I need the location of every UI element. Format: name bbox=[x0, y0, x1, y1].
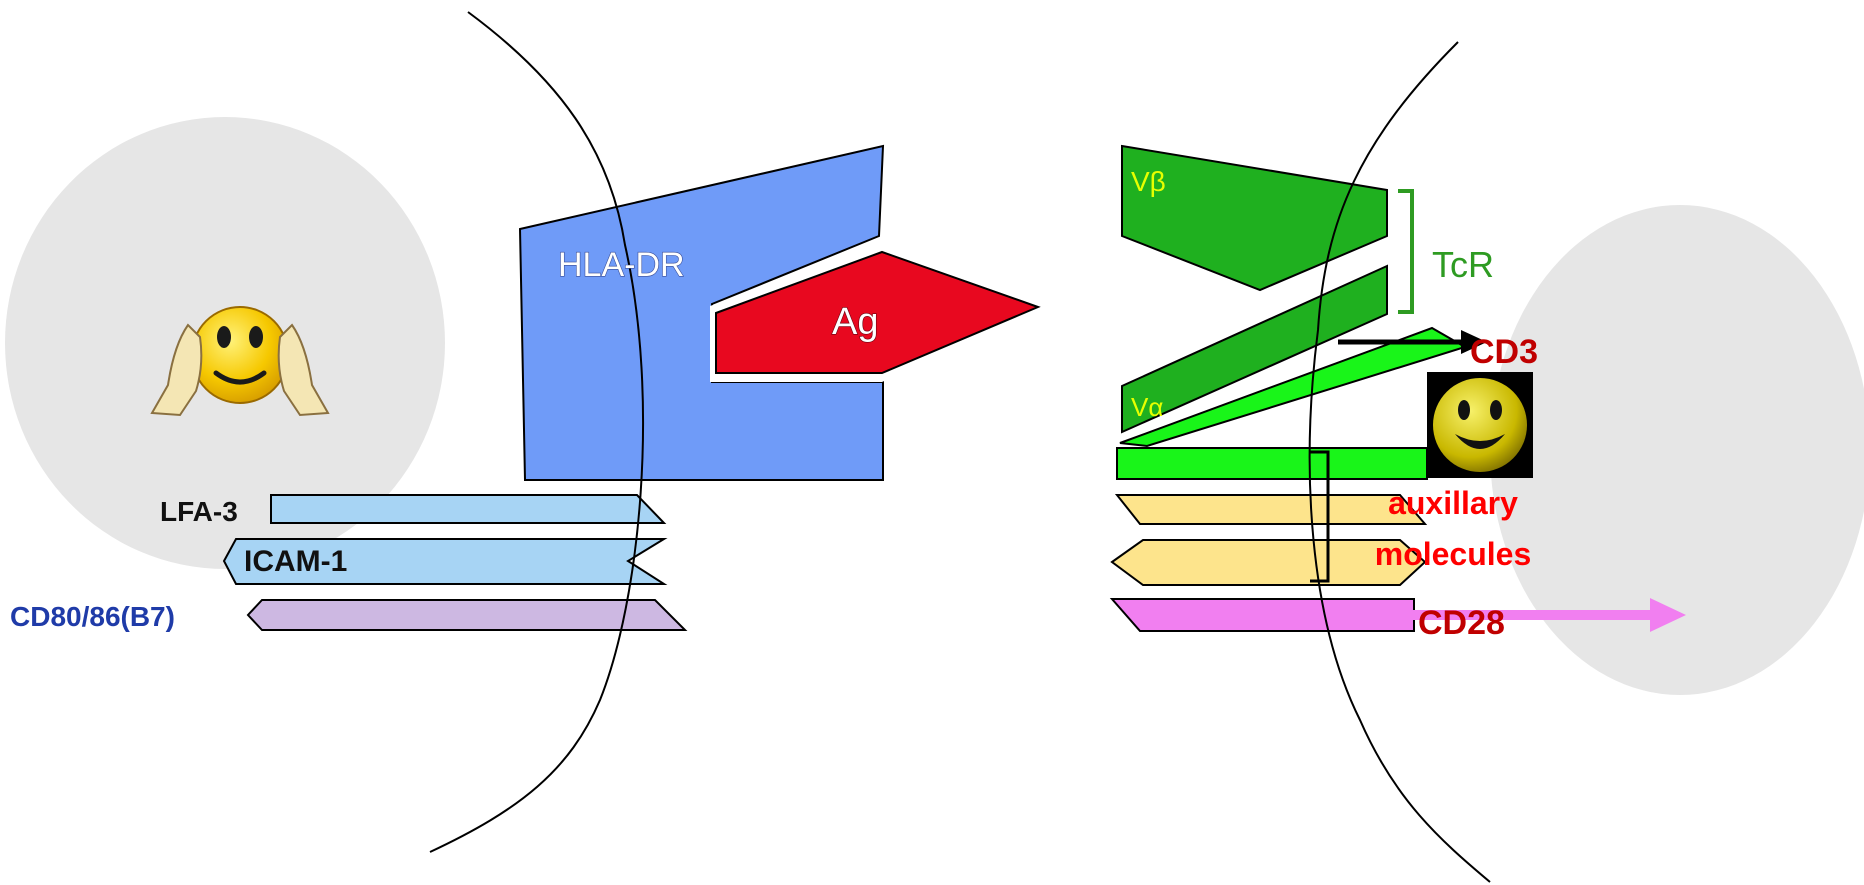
cd28-arrowhead bbox=[1650, 598, 1686, 632]
v-beta-label: Vβ bbox=[1131, 166, 1166, 197]
icam1-molecule bbox=[222, 538, 668, 585]
tcell-membrane bbox=[1308, 41, 1491, 883]
v-alpha-label: Vα bbox=[1131, 392, 1163, 422]
aux-molecule-bottom bbox=[1110, 539, 1427, 586]
tcr-label: TcR bbox=[1432, 244, 1494, 285]
cd28-molecule bbox=[1109, 598, 1415, 632]
antigen-peptide bbox=[715, 250, 1041, 374]
tcr-v-beta-chain bbox=[1121, 144, 1388, 292]
hla-dr-label: HLA-DR bbox=[558, 246, 685, 284]
cd3-label: CD3 bbox=[1470, 333, 1538, 371]
antigen-label: Ag bbox=[832, 301, 878, 343]
cd3-chain-horizontal bbox=[1116, 447, 1428, 480]
lfa3-molecule bbox=[270, 494, 667, 524]
smiley-hands-face-icon bbox=[150, 306, 330, 417]
cd3-arrowhead bbox=[1461, 330, 1487, 354]
cd80-86-molecule bbox=[246, 599, 688, 631]
aux-molecules-label-line2: molecules bbox=[1375, 536, 1532, 572]
lfa3-label: LFA-3 bbox=[160, 496, 238, 527]
aux-molecule-top bbox=[1114, 494, 1428, 525]
smiley-face-icon bbox=[1427, 372, 1533, 478]
apc-membrane bbox=[429, 11, 645, 853]
aux-molecules-label-line1: auxillary bbox=[1388, 485, 1518, 521]
icam1-label: ICAM-1 bbox=[244, 545, 347, 578]
t-cell bbox=[1490, 205, 1864, 695]
cd28-label: CD28 bbox=[1418, 604, 1505, 642]
tcr-bracket bbox=[1398, 189, 1414, 314]
cd80-86-label: CD80/86(B7) bbox=[10, 601, 175, 632]
